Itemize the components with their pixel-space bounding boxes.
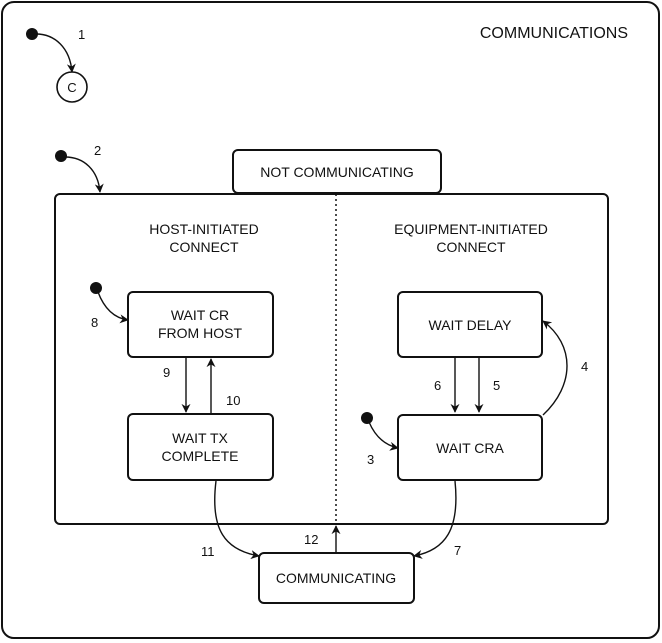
equipment-region-title-line-1: EQUIPMENT-INITIATED (394, 221, 548, 237)
initial-pseudostate-3 (361, 412, 373, 424)
transition-label-12: 12 (304, 532, 318, 547)
initial-pseudostate-8 (90, 282, 102, 294)
initial-pseudostate-1 (26, 28, 38, 40)
transition-label-6: 6 (434, 378, 441, 393)
state-wait-cr-from-host-line-2: FROM HOST (158, 325, 242, 341)
transition-4-arrow (542, 320, 568, 416)
state-wait-tx-complete (127, 413, 274, 481)
host-region-title-line-1: HOST-INITIATED (149, 221, 258, 237)
state-wait-cra (397, 414, 543, 481)
transition-label-11: 11 (201, 544, 215, 559)
state-wait-cr-from-host (127, 291, 274, 358)
initial-pseudostate-2 (55, 150, 67, 162)
history-state (56, 71, 88, 103)
transition-2-arrow (64, 156, 104, 193)
transition-label-8: 8 (91, 315, 98, 330)
transition-label-7: 7 (454, 543, 461, 558)
transition-label-1: 1 (78, 27, 85, 42)
state-wait-delay-label: WAIT DELAY (429, 317, 513, 333)
state-wait-tx-complete-line-2: COMPLETE (161, 448, 238, 464)
state-communicating-label: COMMUNICATING (276, 570, 396, 586)
not-communicating-label: NOT COMMUNICATING (260, 164, 413, 180)
communications-title: COMMUNICATIONS (480, 25, 628, 42)
equipment-region-title-line-2: CONNECT (436, 239, 506, 255)
transition-11-arrow (214, 480, 260, 560)
transition-label-10: 10 (226, 393, 240, 408)
transition-label-2: 2 (94, 143, 101, 158)
state-wait-tx-complete-line-1: WAIT TX (172, 430, 228, 446)
not-communicating-label-box (232, 149, 442, 194)
state-wait-delay (397, 291, 543, 358)
transition-7-arrow (413, 480, 457, 559)
transition-label-4: 4 (581, 359, 588, 374)
transition-label-5: 5 (493, 378, 500, 393)
state-communicating (258, 552, 415, 604)
transition-1-arrow (35, 33, 76, 73)
transition-label-3: 3 (367, 452, 374, 467)
transition-3-arrow (368, 421, 399, 451)
history-state-label: C (67, 80, 76, 95)
state-wait-cra-label: WAIT CRA (436, 440, 504, 456)
transition-8-arrow (97, 291, 129, 324)
transition-label-9: 9 (163, 365, 170, 380)
host-region-title-line-2: CONNECT (169, 239, 239, 255)
state-wait-cr-from-host-line-1: WAIT CR (171, 307, 229, 323)
